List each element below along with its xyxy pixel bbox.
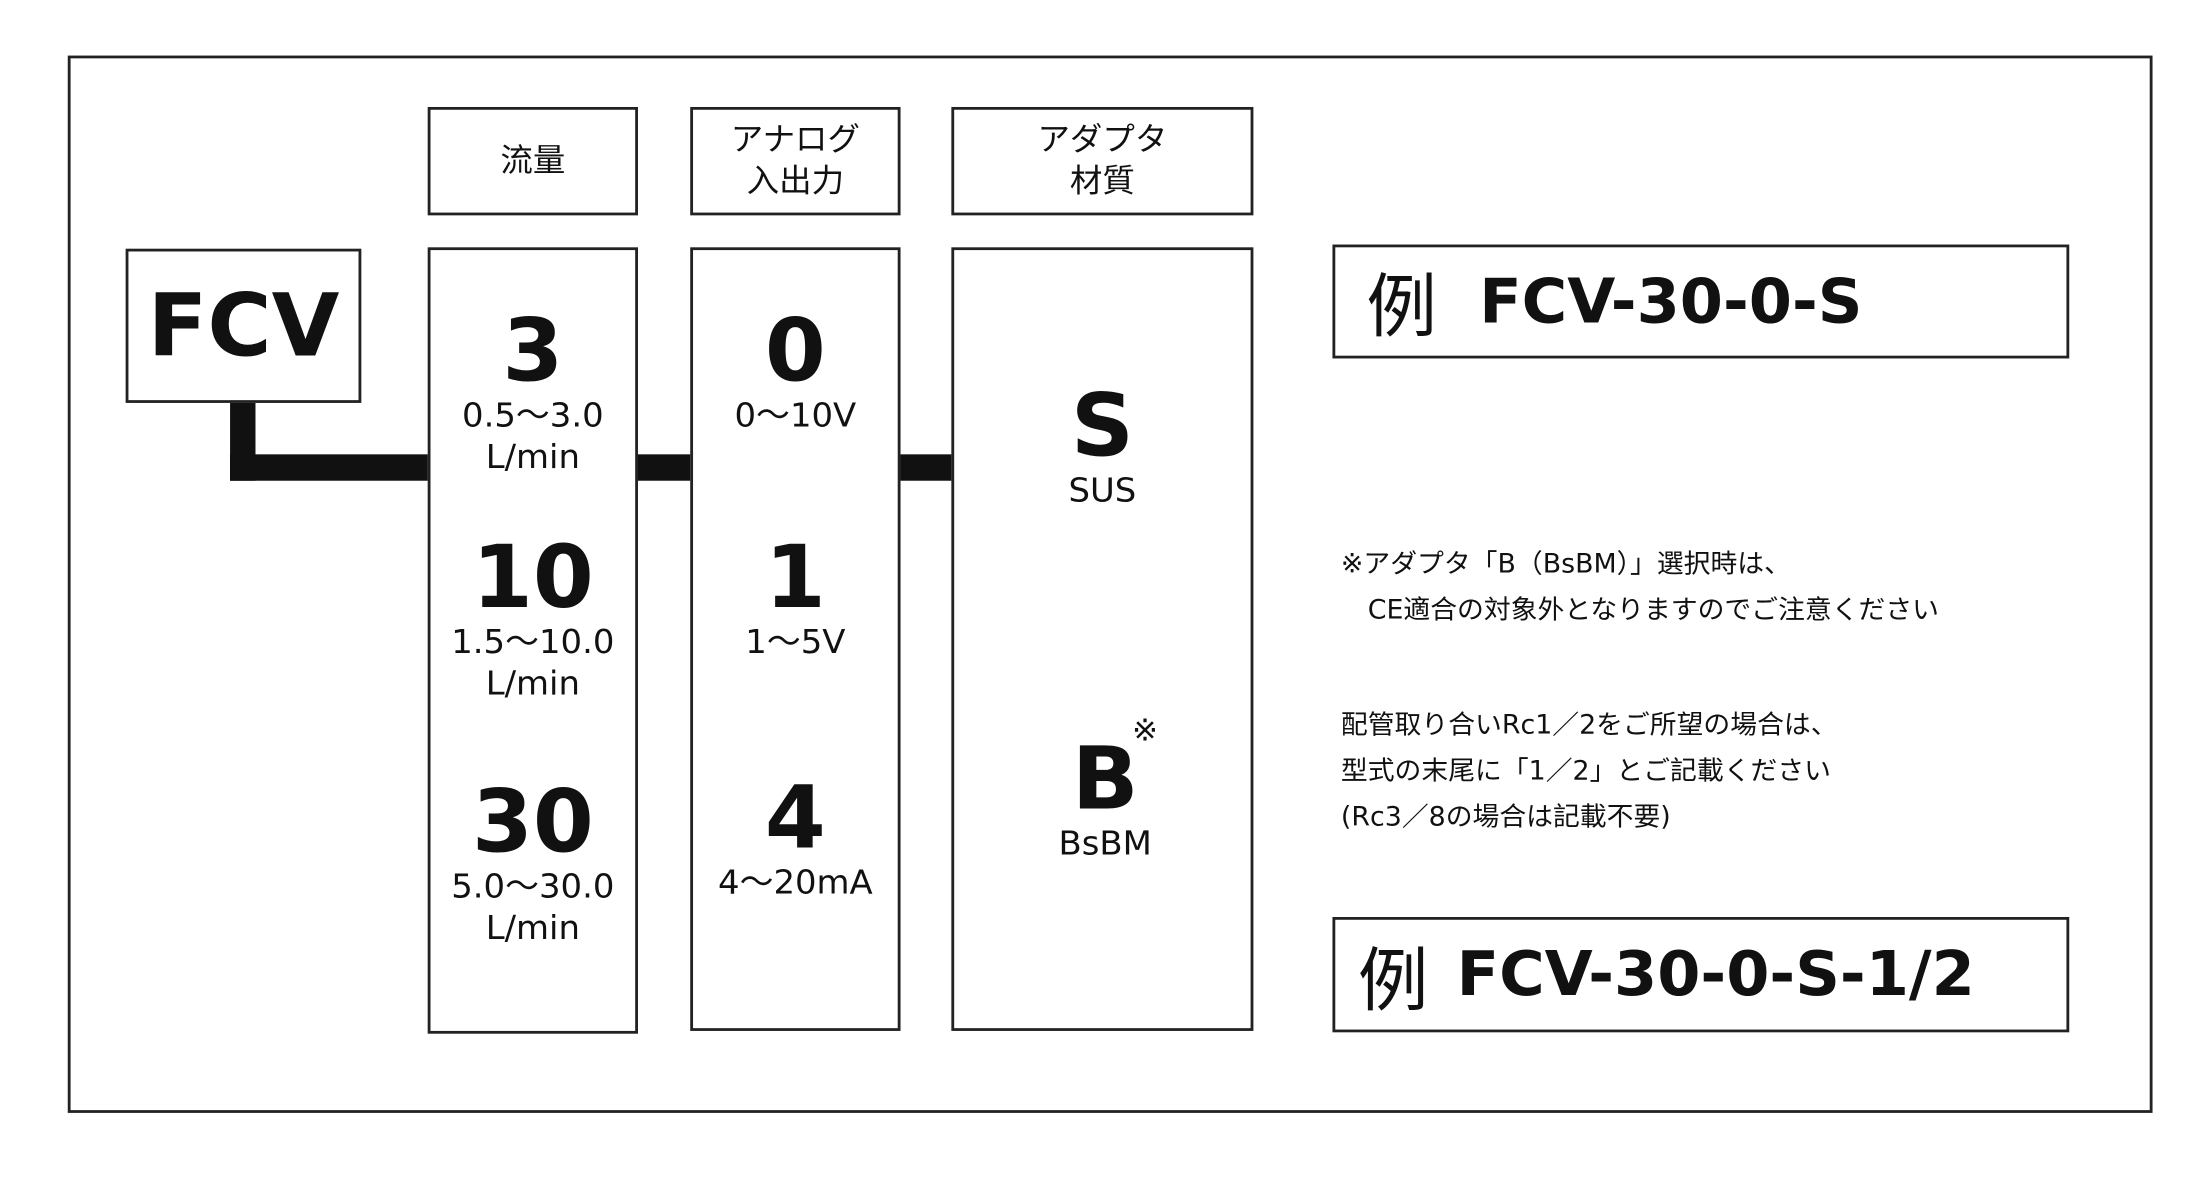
- header-analog: アナログ 入出力: [690, 106, 901, 216]
- adapter-material: BsBM: [1058, 823, 1152, 863]
- flow-code: 3: [502, 300, 564, 402]
- analog-range: 4～20mA: [718, 862, 873, 902]
- connector-line: [897, 454, 953, 481]
- analog-option: 0 0～10V: [693, 308, 898, 436]
- adapter-code: B: [1071, 728, 1139, 830]
- flow-column: 3 0.5～3.0 L/min 10 1.5～10.0 L/min 30 5.0…: [427, 247, 638, 1034]
- analog-column: 0 0～10V 1 1～5V 4 4～20mA: [690, 247, 901, 1031]
- header-adapter: アダプタ 材質: [951, 106, 1254, 216]
- analog-range: 0～10V: [734, 395, 857, 435]
- analog-option: 4 4～20mA: [693, 775, 898, 903]
- flow-unit: L/min: [485, 908, 580, 948]
- ce-note: ※アダプタ「B（BsBM）」選択時は、 CE適合の対象外となりますのでご注意くだ…: [1340, 548, 1939, 626]
- adapter-column: S SUS B BsBM ※: [951, 247, 1256, 1031]
- analog-option: 1 1～5V: [693, 526, 898, 663]
- example-model: FCV-30-0-S: [1479, 266, 1863, 337]
- flow-code: 30: [471, 771, 594, 873]
- connector-line: [230, 454, 430, 481]
- flow-range: 1.5～10.0: [451, 622, 615, 662]
- adapter-code: S: [1070, 375, 1134, 477]
- flow-option: 3 0.5～3.0 L/min: [431, 308, 636, 478]
- piping-note: 配管取り合いRc1／2をご所望の場合は、 型式の末尾に「1／2」とご記載ください…: [1340, 709, 1838, 833]
- adapter-option: B BsBM: [954, 736, 1256, 864]
- example-model: FCV-30-0-S-1/2: [1456, 939, 1975, 1011]
- flow-unit: L/min: [485, 664, 580, 704]
- example-box: 例 FCV-30-0-S-1/2: [1332, 917, 2070, 1033]
- connector-line: [635, 454, 692, 481]
- flow-option: 10 1.5～10.0 L/min: [431, 526, 636, 705]
- flow-range: 5.0～30.0: [451, 866, 615, 906]
- flow-option: 30 5.0～30.0 L/min: [431, 779, 636, 949]
- note-mark: ※: [1132, 714, 1159, 749]
- example-box: 例 FCV-30-0-S: [1332, 244, 2070, 359]
- flow-unit: L/min: [485, 437, 580, 477]
- adapter-material: SUS: [1068, 471, 1137, 510]
- adapter-option: S SUS: [954, 383, 1250, 511]
- example-label: 例: [1357, 939, 1429, 1021]
- flow-code: 10: [471, 526, 594, 629]
- analog-code: 1: [764, 526, 826, 629]
- example-label: 例: [1366, 266, 1437, 348]
- header-flow: 流量: [427, 106, 638, 216]
- flow-range: 0.5～3.0: [462, 395, 604, 435]
- analog-code: 0: [764, 300, 826, 402]
- analog-range: 1～5V: [745, 622, 846, 662]
- analog-code: 4: [764, 766, 826, 869]
- prefix-box: FCV: [125, 248, 362, 403]
